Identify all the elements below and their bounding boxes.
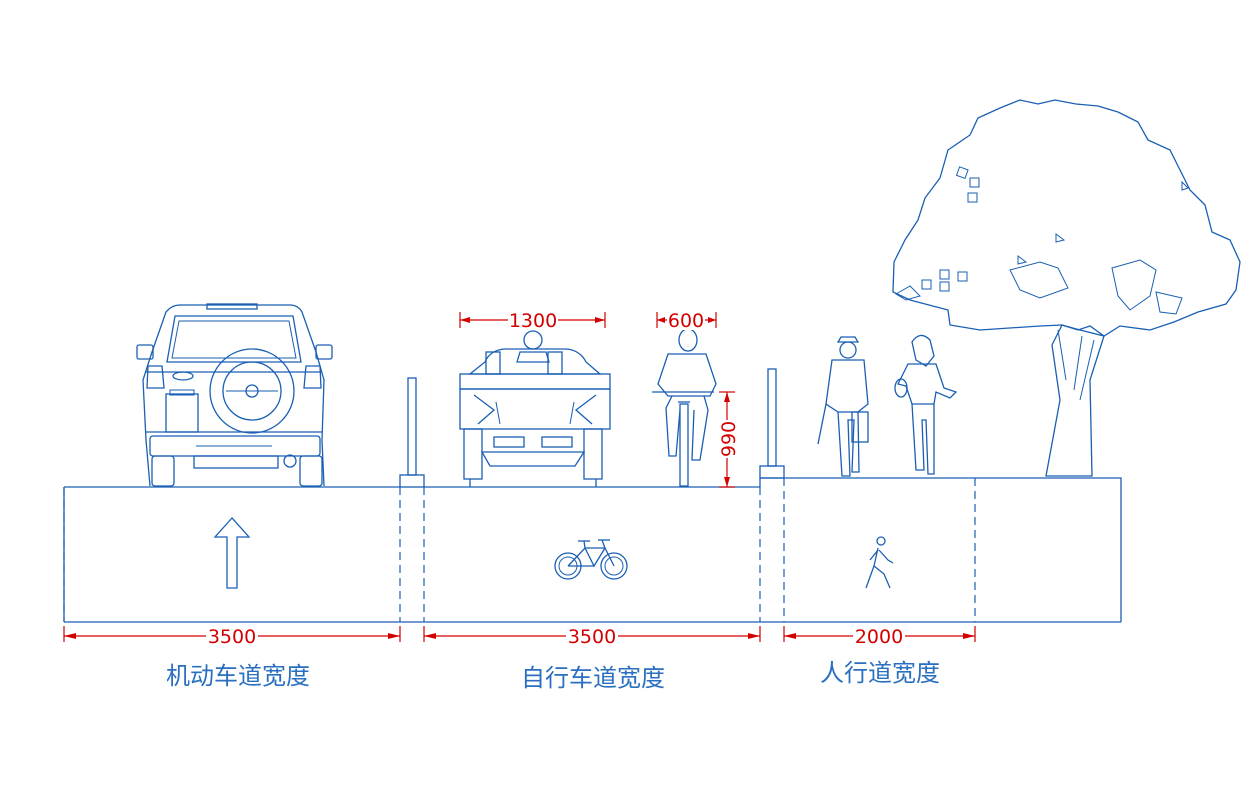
cyclist-icon bbox=[652, 328, 717, 487]
bicycle-icon bbox=[554, 539, 628, 580]
woman-walking-icon bbox=[894, 334, 958, 475]
dim-railing-height: 990 bbox=[716, 391, 740, 488]
straight-arrow-icon bbox=[213, 517, 251, 589]
bicycle-lane-label: 自行车道宽度 bbox=[521, 664, 665, 692]
tricycle-width-value: 1300 bbox=[509, 310, 557, 332]
man-with-briefcase-icon bbox=[817, 336, 869, 477]
tricycle-icon bbox=[459, 330, 611, 487]
motor-lane-label: 机动车道宽度 bbox=[166, 662, 310, 690]
pedestrian-icon bbox=[865, 536, 894, 589]
railing-height-value: 990 bbox=[718, 421, 740, 457]
motor-lane-width-value: 3500 bbox=[208, 626, 256, 648]
cyclist-width-value: 600 bbox=[668, 310, 704, 332]
dim-sidewalk: 2000 bbox=[783, 624, 976, 648]
railing-posts bbox=[407, 368, 777, 476]
suv-icon bbox=[136, 303, 333, 487]
dim-tricycle-width: 1300 bbox=[459, 310, 606, 332]
bicycle-lane-width-value: 3500 bbox=[568, 626, 616, 648]
dim-cyclist-width: 600 bbox=[656, 310, 717, 332]
tree-icon bbox=[892, 99, 1241, 477]
dim-bicycle-lane: 3500 bbox=[423, 624, 761, 648]
sidewalk-label: 人行道宽度 bbox=[820, 659, 940, 687]
sidewalk-width-value: 2000 bbox=[855, 626, 903, 648]
lane-dividers bbox=[63, 478, 976, 622]
dim-motor-lane: 3500 bbox=[63, 624, 401, 648]
road-body bbox=[63, 465, 1122, 623]
